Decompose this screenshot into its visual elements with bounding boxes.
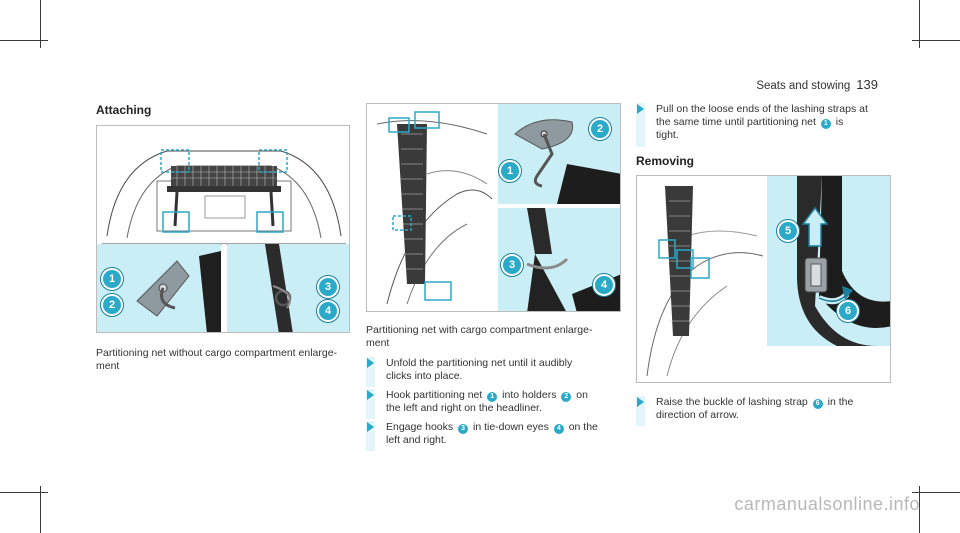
callout-2: 2 — [589, 118, 611, 140]
callout-1: 1 — [101, 268, 123, 290]
step-raise-buckle: Raise the buckle of lashing strap 6 in t… — [636, 396, 906, 426]
crop-mark — [919, 0, 920, 48]
page-header: Seats and stowing 139 — [756, 77, 878, 92]
step-unfold: Unfold the partitioning net until it aud… — [366, 357, 626, 387]
crop-mark — [40, 486, 41, 533]
step-pull-straps: Pull on the loose ends of the lashing st… — [636, 103, 906, 147]
ref-badge: 3 — [458, 424, 469, 434]
figure-partition-net-enlargement: 2 1 3 4 — [366, 103, 621, 312]
step-arrow-icon — [367, 358, 374, 368]
step-engage-hooks: Engage hooks 3 in tie-down eyes 4 on the… — [366, 421, 626, 451]
crop-mark — [0, 492, 48, 493]
ref-badge: 2 — [561, 392, 572, 402]
ref-badge: 1 — [487, 392, 498, 402]
callout-5: 5 — [777, 220, 799, 242]
step-hook-net: Hook partitioning net 1 into holders 2 o… — [366, 389, 626, 419]
step-arrow-icon — [367, 422, 374, 432]
figure-caption-2: Partitioning net with cargo compartment … — [366, 324, 593, 349]
heading-attaching: Attaching — [96, 103, 152, 117]
car-interior-illustration — [376, 104, 620, 311]
watermark: carmanualsonline.info — [734, 494, 920, 514]
figure-partition-net-no-enlargement: 1 2 3 4 — [96, 125, 350, 333]
figure-removing-buckle: 5 6 — [636, 175, 891, 383]
car-rear-illustration — [97, 149, 349, 332]
callout-2: 2 — [101, 294, 123, 316]
ref-badge: 4 — [553, 424, 564, 434]
crop-mark — [912, 492, 960, 493]
crop-mark — [0, 40, 48, 41]
page-number: 139 — [856, 77, 878, 92]
section-title: Seats and stowing — [756, 80, 851, 92]
callout-3: 3 — [317, 276, 339, 298]
crop-mark — [919, 486, 920, 533]
step-arrow-icon — [367, 390, 374, 400]
step-arrow-icon — [637, 104, 644, 114]
lashing-strap-illustration — [646, 176, 890, 382]
figure-caption-1: Partitioning net without cargo compartme… — [96, 347, 338, 372]
ref-badge: 1 — [820, 119, 831, 129]
crop-mark — [912, 40, 960, 41]
callout-4: 4 — [593, 274, 615, 296]
heading-removing: Removing — [636, 154, 695, 168]
ref-badge: 6 — [812, 399, 823, 409]
callout-3: 3 — [501, 254, 523, 276]
step-arrow-icon — [637, 397, 644, 407]
crop-mark — [40, 0, 41, 48]
callout-1: 1 — [499, 160, 521, 182]
callout-4: 4 — [317, 300, 339, 322]
callout-6: 6 — [837, 300, 859, 322]
